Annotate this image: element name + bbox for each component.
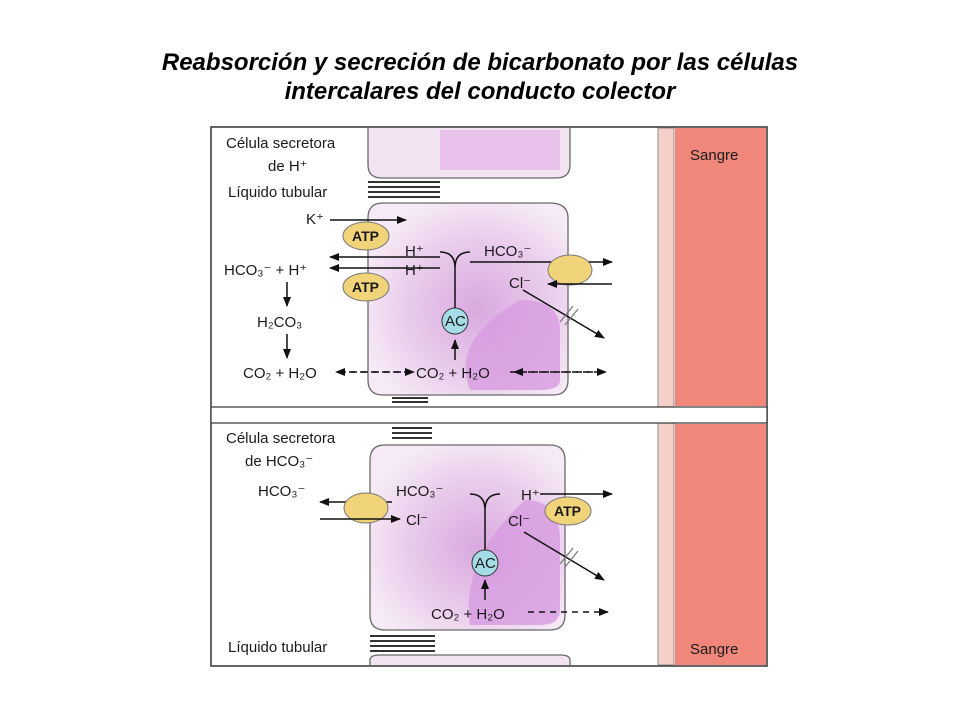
anion-exchanger-top	[548, 255, 592, 285]
blood-column-top	[675, 128, 766, 406]
panel-separator	[211, 407, 767, 423]
top-lumen-label: Líquido tubular	[228, 184, 327, 201]
top-neighbor-cytoplasm	[440, 130, 560, 170]
h2co3-label: H₂CO₃	[257, 314, 302, 331]
cl-cell-label-bottom: Cl⁻	[508, 513, 530, 530]
bottom-blood-label: Sangre	[690, 641, 738, 658]
cl-label-top: Cl⁻	[509, 275, 531, 292]
bottom-neighbor-cell	[370, 655, 570, 665]
atp-label-2: ATP	[352, 279, 379, 295]
co2-cell-label-bottom: CO₂ + H₂O	[431, 606, 505, 623]
top-cell-label-1: Célula secretora	[226, 135, 336, 152]
blood-column-border	[658, 128, 674, 665]
bottom-lumen-label: Líquido tubular	[228, 639, 327, 656]
atp-label-1: ATP	[352, 228, 379, 244]
co2-cell-label: CO₂ + H₂O	[416, 365, 490, 382]
top-blood-label: Sangre	[690, 147, 738, 164]
ac-label-bottom: AC	[475, 555, 496, 572]
bottom-cell-label-2: de HCO₃⁻	[245, 453, 313, 470]
hco3-cell-label-bottom: HCO₃⁻	[396, 483, 443, 500]
lumen-hco3-h: HCO₃⁻ + H⁺	[224, 262, 307, 279]
h-label-2: H⁺	[405, 262, 424, 279]
bottom-cell-label-1: Célula secretora	[226, 430, 336, 447]
hco3-lumen-label: HCO₃⁻	[258, 483, 305, 500]
ac-label-top: AC	[445, 313, 466, 330]
top-cell-label-2: de H⁺	[268, 158, 308, 175]
cl-lumen-label: Cl⁻	[406, 512, 428, 529]
hco3-cell-label-top: HCO₃⁻	[484, 243, 531, 260]
k-label: K⁺	[306, 211, 324, 228]
h-label-bottom: H⁺	[521, 487, 540, 504]
co2-lumen-label: CO₂ + H₂O	[243, 365, 317, 382]
atp-label-bottom: ATP	[554, 503, 581, 519]
blood-column-bottom	[675, 424, 766, 665]
